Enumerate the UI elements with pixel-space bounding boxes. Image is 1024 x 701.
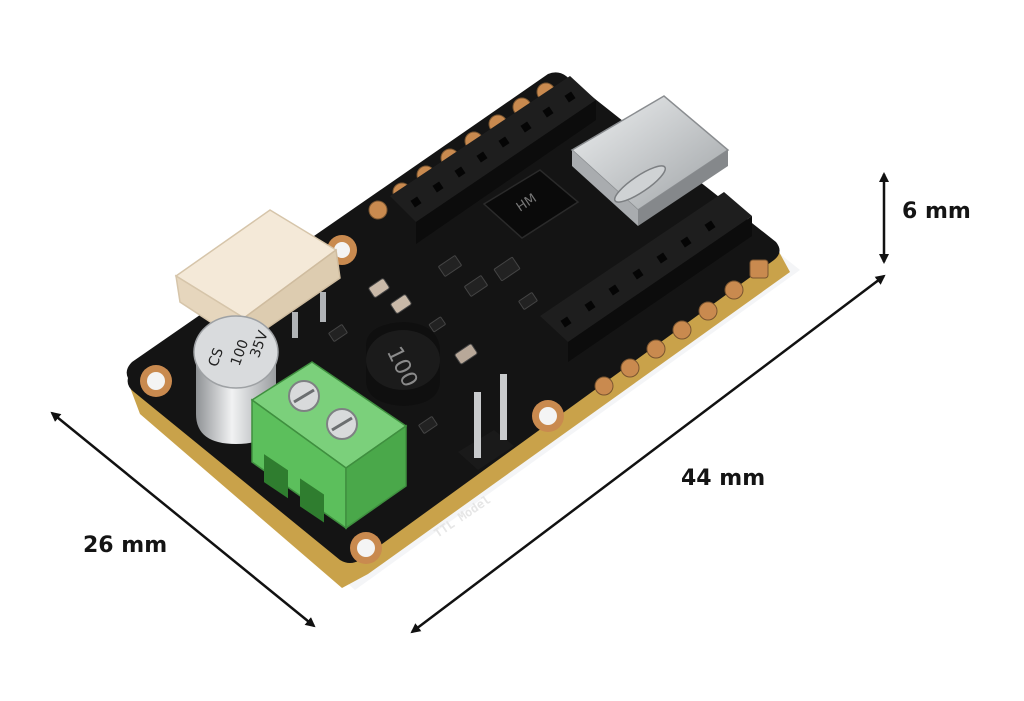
main-chip: HM (482, 169, 580, 239)
capacitor-line-1: CS (206, 346, 227, 369)
width-arrow (50, 411, 316, 628)
usb-c-port (570, 95, 730, 226)
width-label: 26 mm (83, 533, 168, 558)
power-inductor: 100 (366, 322, 440, 406)
height-label: 6 mm (902, 199, 971, 224)
rear-header (390, 76, 596, 244)
length-arrow (410, 274, 886, 634)
length-label: 44 mm (681, 466, 766, 491)
